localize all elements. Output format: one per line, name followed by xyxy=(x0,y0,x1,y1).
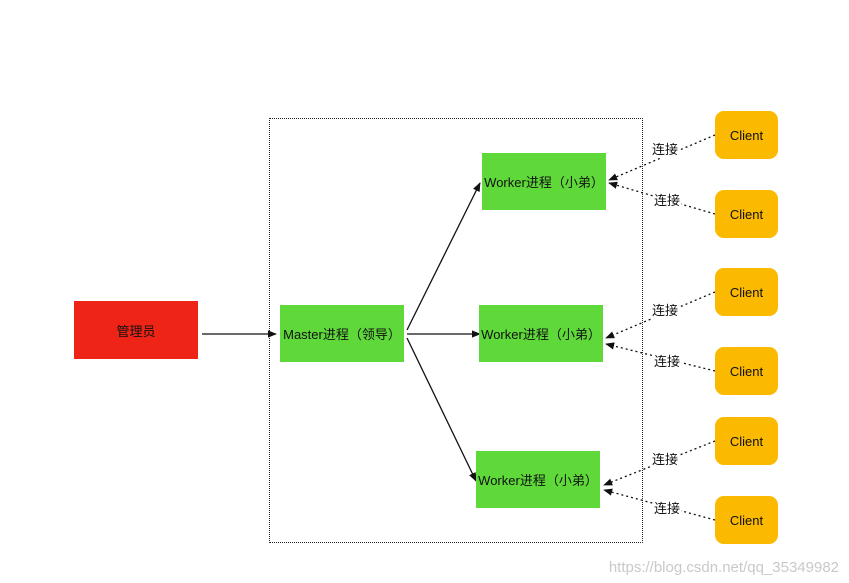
arrow-client-6 xyxy=(603,488,716,521)
worker-label: Worker进程（小弟） xyxy=(481,327,601,342)
connection-label: 连接 xyxy=(653,190,682,209)
client-label: Client xyxy=(729,433,764,449)
worker-node-1: Worker进程（小弟） xyxy=(482,153,606,210)
client-label: Client xyxy=(729,127,764,143)
connection-label: 连接 xyxy=(653,498,682,517)
connection-label: 连接 xyxy=(651,449,680,468)
admin-node: 管理员 xyxy=(74,301,198,359)
worker-node-3: Worker进程（小弟） xyxy=(476,451,600,508)
client-node-2: Client xyxy=(715,190,778,238)
connection-label: 连接 xyxy=(651,139,680,158)
worker-node-2: Worker进程（小弟） xyxy=(479,305,603,362)
client-label: Client xyxy=(729,512,764,528)
watermark: https://blog.csdn.net/qq_35349982 xyxy=(608,559,839,576)
arrow-client-1 xyxy=(608,134,716,181)
client-node-3: Client xyxy=(715,268,778,316)
client-node-6: Client xyxy=(715,496,778,544)
client-node-5: Client xyxy=(715,417,778,465)
client-label: Client xyxy=(729,206,764,222)
master-node: Master进程（领导） xyxy=(280,305,404,362)
connection-label: 连接 xyxy=(651,300,680,319)
client-label: Client xyxy=(729,284,764,300)
client-label: Client xyxy=(729,363,764,379)
client-node-1: Client xyxy=(715,111,778,159)
connection-label: 连接 xyxy=(653,351,682,370)
arrow-master-to-worker-1 xyxy=(406,182,481,331)
admin-label: 管理员 xyxy=(116,323,156,339)
worker-label: Worker进程（小弟） xyxy=(478,473,598,488)
client-node-4: Client xyxy=(715,347,778,395)
arrow-master-to-worker-3 xyxy=(406,337,477,482)
worker-label: Worker进程（小弟） xyxy=(484,175,604,190)
master-label: Master进程（领导） xyxy=(283,327,401,342)
